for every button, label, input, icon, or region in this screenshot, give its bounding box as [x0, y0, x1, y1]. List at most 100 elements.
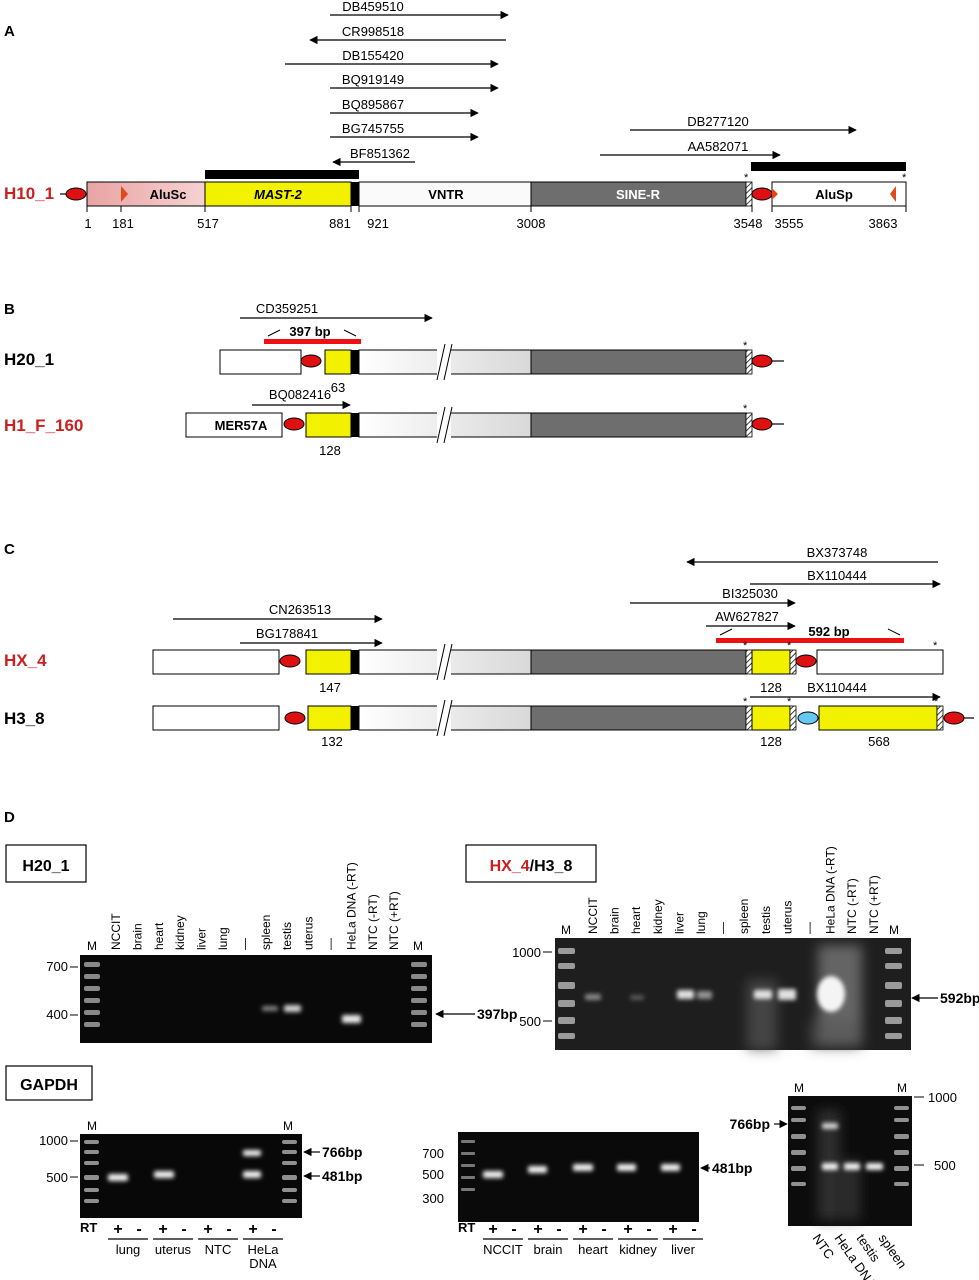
gel-ladder-label: 1000 [512, 945, 541, 960]
lane-label: kidney [651, 899, 665, 934]
rt-minus: - [511, 1221, 516, 1238]
svg-text:*: * [743, 403, 748, 415]
pcr-product-bar [264, 339, 361, 344]
est-label: BX110444 [807, 680, 867, 695]
gel-marker-label: M [87, 939, 97, 953]
rt-group-label: heart [578, 1242, 608, 1257]
gel-ladder-label: 400 [46, 1007, 68, 1022]
rt-plus: + [578, 1221, 587, 1238]
construct-label-h20-1: H20_1 [4, 350, 54, 369]
rt-plus: + [488, 1221, 497, 1238]
gel2-title: HX_4/H3_8 [490, 858, 573, 875]
est-label: BG178841 [256, 626, 318, 641]
rt-label: RT [458, 1220, 475, 1235]
rt-plus: + [533, 1221, 542, 1238]
position-label: 3008 [517, 216, 546, 231]
pcr-product-label: 592 bp [808, 624, 849, 639]
est-label: BQ082416 [269, 387, 331, 402]
gapdh-title: GAPDH [20, 1077, 78, 1094]
est-label: BX373748 [807, 545, 868, 560]
segment-label: SINE-R [616, 187, 661, 202]
coverage-bar [205, 170, 359, 179]
gel5-lane-labels: NTCHeLa DNAtestisspleen [810, 1231, 910, 1280]
size-label: 568 [868, 734, 890, 749]
gel-marker-label: M [889, 923, 899, 937]
rt-group-label: lung [116, 1242, 141, 1257]
svg-text:*: * [787, 696, 792, 708]
lane-label: lung [216, 927, 230, 950]
gel-ladder-label: 500 [46, 1170, 68, 1185]
position-label: 3555 [775, 216, 804, 231]
gel5-band-size: 766bp [730, 1116, 770, 1132]
gel3-rt-signs: +-+-+-+- [108, 1221, 283, 1239]
est-label: BF851362 [350, 146, 410, 161]
segment-label: VNTR [428, 187, 464, 202]
gel-ladder-label: 500 [934, 1158, 956, 1173]
band-hela-dna [342, 1015, 361, 1023]
lane-label: liver [672, 912, 686, 934]
segment-alusc [87, 182, 205, 206]
rt-minus: - [181, 1221, 186, 1238]
rt-group-label: NCCIT [483, 1242, 523, 1257]
est-label: BQ919149 [342, 72, 404, 87]
gel-ladder-label: 1000 [928, 1090, 957, 1105]
rt-plus: + [623, 1221, 632, 1238]
est-label: CR998518 [342, 24, 404, 39]
lane-label: testis [280, 922, 294, 950]
rt-minus: - [646, 1221, 651, 1238]
lane-label: — [716, 922, 730, 934]
rt-group-label: uterus [155, 1242, 192, 1257]
gel-ladder-label: 300 [422, 1191, 444, 1206]
segment-label: MAST-2 [254, 187, 302, 202]
svg-text:*: * [933, 640, 938, 652]
position-label: 881 [329, 216, 351, 231]
lane-label: HeLa DNA (-RT) [344, 862, 358, 950]
ltr-oval [752, 188, 772, 200]
svg-text:*: * [787, 640, 792, 652]
size-label: 128 [760, 680, 782, 695]
gel-marker-label: M [283, 1119, 293, 1133]
lane-label: HeLa DNA (-RT) [824, 846, 838, 934]
lane-label: lung [694, 911, 708, 934]
svg-text:*: * [902, 172, 907, 184]
rt-minus: - [271, 1221, 276, 1238]
est-label: AA582071 [688, 139, 749, 154]
coverage-bar [751, 162, 906, 171]
lane-label: spleen [259, 915, 273, 950]
est-label: BQ895867 [342, 97, 404, 112]
lane-label: NTC (+RT) [867, 875, 881, 934]
lane-label: testis [759, 906, 773, 934]
position-label: 3863 [869, 216, 898, 231]
panel-d-letter: D [4, 809, 15, 826]
rt-label: RT [80, 1220, 97, 1235]
band-spleen [262, 1006, 278, 1011]
lane-label: — [802, 922, 816, 934]
construct-label-hx-4: HX_4 [4, 651, 47, 670]
gel-marker-label: M [87, 1119, 97, 1133]
construct-label-h10-1: H10_1 [4, 184, 54, 203]
position-label: 921 [367, 216, 389, 231]
gel-marker-label: M [897, 1081, 907, 1095]
gel4-rt-signs: +-+-+-+-+- [483, 1221, 703, 1239]
est-label: CD359251 [256, 301, 318, 316]
lane-label: NCCIT [109, 913, 123, 950]
gel1-title: H20_1 [22, 858, 69, 875]
est-label: CN263513 [269, 602, 331, 617]
gel-ladder-label: 700 [422, 1146, 444, 1161]
pcr-product-label: 397 bp [289, 324, 330, 339]
construct-label-h1-f-160: H1_F_160 [4, 416, 83, 435]
gel-marker-label: M [413, 939, 423, 953]
band-testis [284, 1005, 301, 1012]
size-label: 63 [331, 380, 345, 395]
gel1-image [80, 955, 432, 1043]
rt-minus: - [136, 1221, 141, 1238]
lane-label: brain [130, 923, 144, 950]
lane-label: uterus [780, 901, 794, 934]
lane-label: NTC (+RT) [387, 891, 401, 950]
rt-group-label: brain [534, 1242, 563, 1257]
rt-minus: - [556, 1221, 561, 1238]
